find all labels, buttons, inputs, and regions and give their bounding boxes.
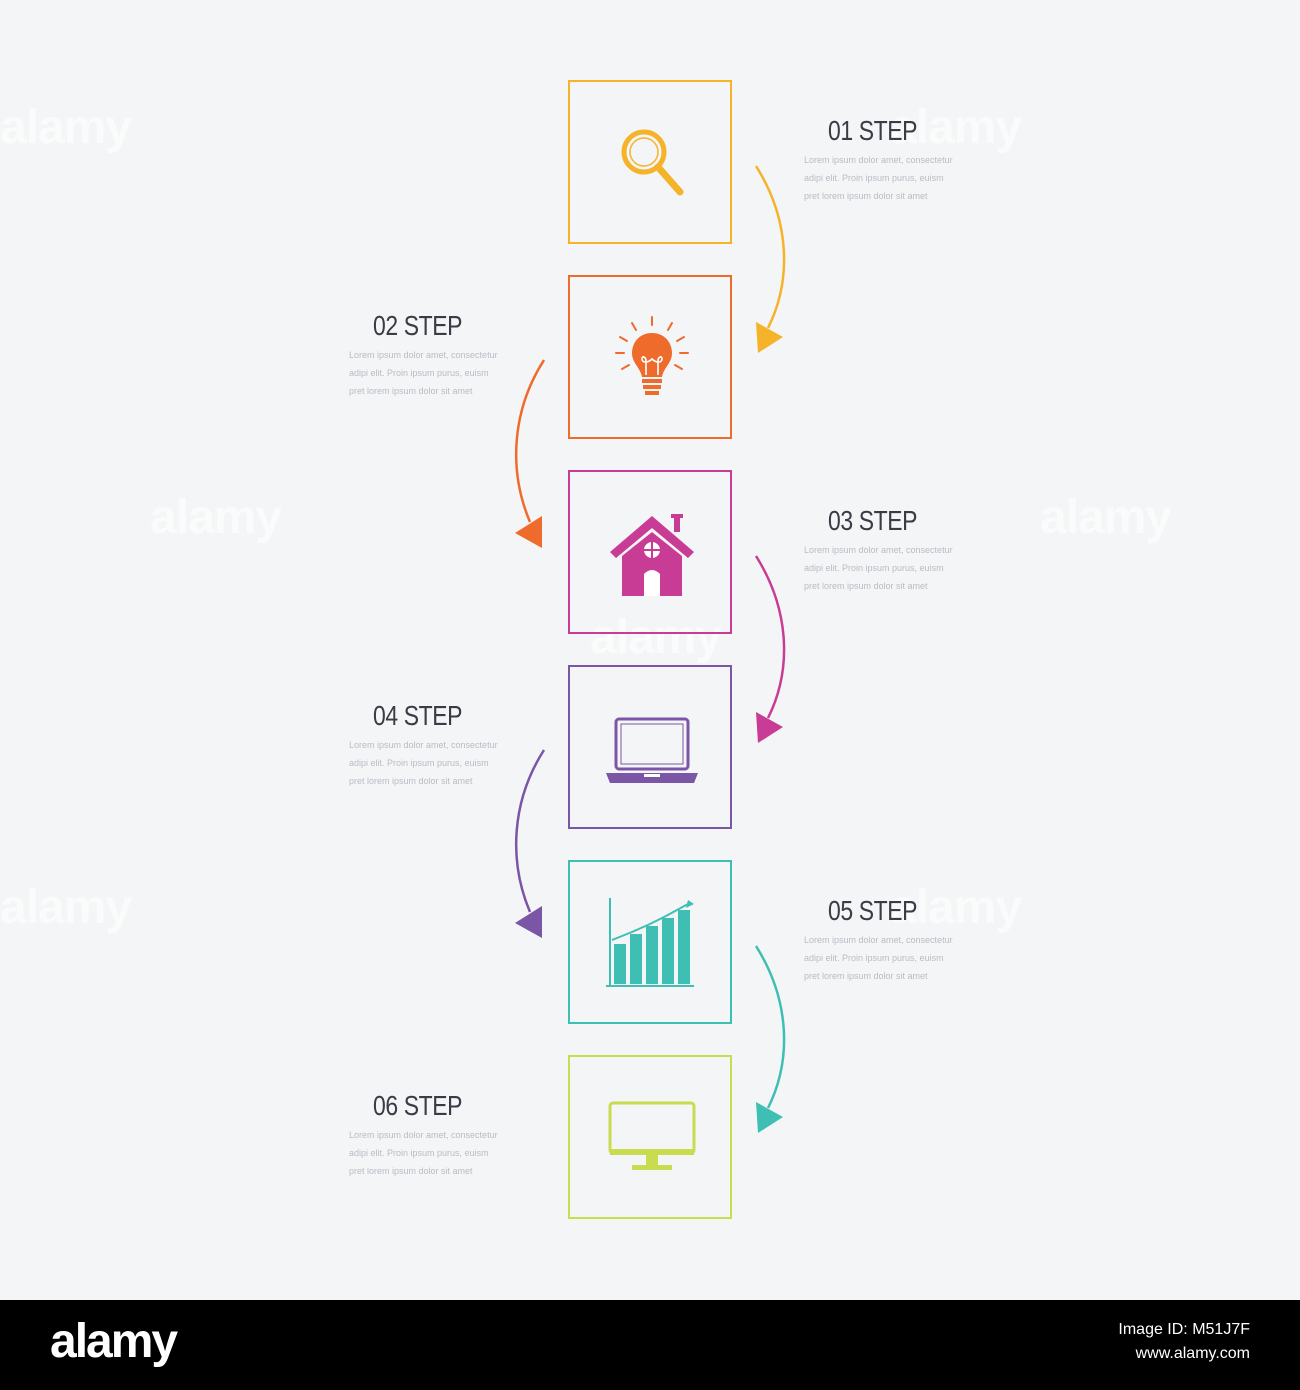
step-5-text: 05 STEP Lorem ipsum dolor amet, consecte… xyxy=(804,895,988,985)
step-3-desc: Lorem ipsum dolor amet, consectetur adip… xyxy=(804,545,953,591)
arrowhead-step-5 xyxy=(756,1102,783,1133)
watermark: alamy xyxy=(0,101,132,154)
footer-bar: alamy Image ID: M51J7F www.alamy.com xyxy=(0,1300,1300,1390)
step-4-desc: Lorem ipsum dolor amet, consectetur adip… xyxy=(349,740,498,786)
arrow-step-2 xyxy=(514,359,546,523)
step-6-title: 06 STEP xyxy=(373,1090,463,1121)
watermark: alamy xyxy=(590,611,722,664)
step-1-box xyxy=(568,80,732,244)
step-2-title: 02 STEP xyxy=(373,310,463,341)
step-1-desc: Lorem ipsum dolor amet, consectetur adip… xyxy=(804,155,953,201)
laptop-icon xyxy=(606,717,698,783)
step-2-box xyxy=(568,275,732,439)
step-6-desc: Lorem ipsum dolor amet, consectetur adip… xyxy=(349,1130,498,1176)
step-5-title: 05 STEP xyxy=(828,895,918,926)
arrowhead-step-4 xyxy=(515,906,542,938)
flow-arrows xyxy=(514,165,786,1133)
arrow-step-1 xyxy=(754,165,786,329)
arrowhead-step-3 xyxy=(756,712,783,743)
arrow-step-4 xyxy=(514,749,546,913)
step-1-text: 01 STEP Lorem ipsum dolor amet, consecte… xyxy=(804,115,988,205)
watermark: alamy xyxy=(0,881,132,934)
monitor-icon xyxy=(608,1101,696,1170)
step-6-box xyxy=(568,1055,732,1219)
lightbulb-icon xyxy=(615,316,689,395)
watermark: alamy xyxy=(890,881,1022,934)
image-id: Image ID: M51J7F xyxy=(1118,1321,1250,1338)
bar-chart-icon xyxy=(606,898,694,987)
step-1-title: 01 STEP xyxy=(828,115,918,146)
step-5-box xyxy=(568,860,732,1024)
step-2-text: 02 STEP Lorem ipsum dolor amet, consecte… xyxy=(349,310,533,400)
step-6-text: 06 STEP Lorem ipsum dolor amet, consecte… xyxy=(349,1090,533,1180)
arrow-step-5 xyxy=(754,945,786,1109)
step-3-box xyxy=(568,470,732,634)
step-2-desc: Lorem ipsum dolor amet, consectetur adip… xyxy=(349,350,498,396)
infographic-canvas: alamy alamy alamy alamy alamy alamy alam… xyxy=(0,80,1172,1219)
site-url: www.alamy.com xyxy=(1135,1345,1250,1362)
step-5-desc: Lorem ipsum dolor amet, consectetur adip… xyxy=(804,935,953,981)
image-id-info: Image ID: M51J7F www.alamy.com xyxy=(1118,1318,1250,1366)
step-3-title: 03 STEP xyxy=(828,505,918,536)
step-3-text: 03 STEP Lorem ipsum dolor amet, consecte… xyxy=(804,505,988,595)
arrow-step-3 xyxy=(754,555,786,719)
magnifier-icon xyxy=(621,129,684,196)
step-4-text: 04 STEP Lorem ipsum dolor amet, consecte… xyxy=(349,700,533,790)
house-icon xyxy=(610,514,694,596)
alamy-logo: alamy xyxy=(50,1315,178,1368)
step-4-box xyxy=(568,665,732,829)
step-4-title: 04 STEP xyxy=(373,700,463,731)
watermark: alamy xyxy=(890,101,1022,154)
arrowhead-step-1 xyxy=(756,322,783,353)
watermark: alamy xyxy=(150,491,282,544)
watermark: alamy xyxy=(1040,491,1172,544)
arrowhead-step-2 xyxy=(515,516,542,548)
